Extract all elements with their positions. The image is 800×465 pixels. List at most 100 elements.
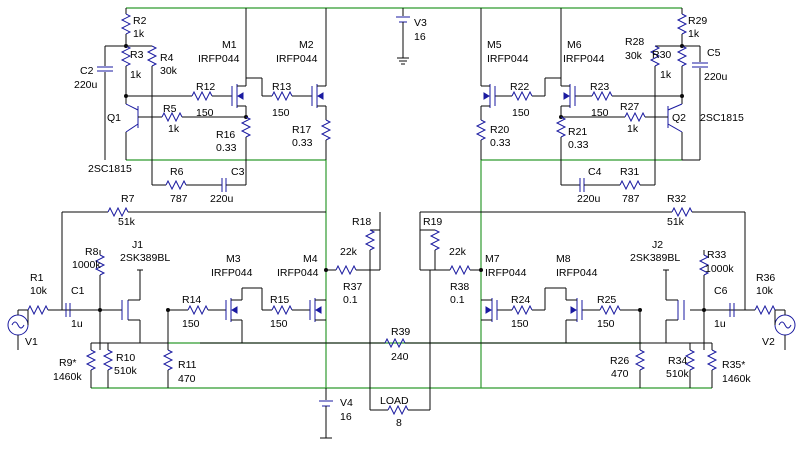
r8-ref-label: R8 [85,246,99,258]
m2-ref-label: M2 [299,39,314,51]
j1-value-label: 2SK389BL [120,252,170,264]
r22-ref-label: R22 [510,81,529,93]
load-ref-label: LOAD [380,395,409,407]
r16-ref-label: R16 [216,129,235,141]
right-input-stage [435,250,796,388]
r31-ref-label: R31 [620,166,639,178]
m1-ref-label: M1 [222,39,237,51]
m7-value-label: IRFP044 [485,267,527,279]
r7-ref-label: R7 [121,193,135,205]
r35-value-label: 1460k [722,373,751,385]
r22-value-label: 150 [512,107,530,119]
r13-value-label: 150 [272,107,290,119]
q1-ref-label: Q1 [107,112,121,124]
r33-ref-label: R33 [707,249,726,261]
m8-value-label: IRFP044 [556,267,598,279]
r2-ref-label: R2 [133,15,147,27]
r28-value-label: 30k [625,50,643,62]
q1-value-label: 2SC1815 [88,163,132,175]
r7-value-label: 51k [118,216,136,228]
r23-ref-label: R23 [590,81,609,93]
r21-value-label: 0.33 [568,139,589,151]
right-driver-stage [475,8,708,388]
c1-value-label: 1u [71,318,83,330]
feedback-network [61,206,746,311]
m1-value-label: IRFP044 [198,53,240,65]
r32-ref-label: R32 [667,193,686,205]
r18-value-label: 22k [340,246,358,258]
r35-ref-label: R35* [722,359,745,371]
m2-value-label: IRFP044 [276,53,318,65]
r9-value-label: 1460k [53,371,82,383]
r24-ref-label: R24 [511,294,530,306]
r10-ref-label: R10 [116,352,135,364]
j1-ref-label: J1 [132,239,143,251]
r4-value-label: 30k [160,65,178,77]
r37-ref-label: R37 [343,281,362,293]
r27-value-label: 1k [627,123,639,135]
r38-value-label: 0.1 [450,294,465,306]
r10-value-label: 510k [114,365,138,377]
r39-ref-label: R39 [391,326,410,338]
load-network [369,270,431,416]
component-labels: R21kR31kR430kC2220uQ12SC1815M1IRFP044M2I… [25,15,775,429]
c3-value-label: 220u [210,193,234,205]
left-driver-stage [97,8,410,388]
r38-ref-label: R38 [450,281,469,293]
r36-value-label: 10k [756,285,774,297]
c5-value-label: 220u [704,71,728,83]
r15-value-label: 150 [270,318,288,330]
j2-ref-label: J2 [652,239,663,251]
c2-ref-label: C2 [80,65,94,77]
q2-value-label: 2SC1815 [700,112,744,124]
r17-ref-label: R17 [292,124,311,136]
r18-ref-label: R18 [352,216,371,228]
r4-ref-label: R4 [160,52,174,64]
r12-ref-label: R12 [196,81,215,93]
v4-ref-label: V4 [340,397,353,409]
r32-value-label: 51k [667,216,685,228]
r2-value-label: 1k [133,28,145,40]
r3-ref-label: R3 [130,49,144,61]
r20-value-label: 0.33 [490,137,511,149]
r26-ref-label: R26 [610,355,629,367]
r33-value-label: 1000k [705,263,734,275]
r26-value-label: 470 [611,368,629,380]
r8-value-label: 1000k [72,259,101,271]
v2-ref-label: V2 [762,336,775,348]
r14-value-label: 150 [182,318,200,330]
r37-value-label: 0.1 [343,294,358,306]
m6-value-label: IRFP044 [563,53,605,65]
c6-value-label: 1u [714,318,726,330]
left-input-stage [7,250,640,439]
m5-ref-label: M5 [487,39,502,51]
r30-value-label: 1k [660,69,672,81]
v4-value-label: 16 [340,411,352,423]
r11-value-label: 470 [178,373,196,385]
r17-value-label: 0.33 [292,137,313,149]
m3-value-label: IRFP044 [211,267,253,279]
r31-value-label: 787 [622,193,640,205]
r12-value-label: 150 [196,107,214,119]
load-value-label: 8 [396,417,402,429]
r16-value-label: 0.33 [216,142,237,154]
r23-value-label: 150 [591,107,609,119]
c3-ref-label: C3 [231,166,245,178]
m8-ref-label: M8 [556,253,571,265]
c5-ref-label: C5 [707,47,721,59]
c2-value-label: 220u [74,79,98,91]
r15-ref-label: R15 [270,294,289,306]
r6-value-label: 787 [170,193,188,205]
q2-ref-label: Q2 [672,112,686,124]
r1-value-label: 10k [30,285,48,297]
m5-value-label: IRFP044 [487,53,529,65]
r5-value-label: 1k [168,123,180,135]
v3-value-label: 16 [414,31,426,43]
r24-value-label: 150 [511,318,529,330]
m4-value-label: IRFP044 [277,267,319,279]
r29-value-label: 1k [688,28,700,40]
m4-ref-label: M4 [303,253,318,265]
c1-ref-label: C1 [71,285,85,297]
c4-ref-label: C4 [588,166,602,178]
